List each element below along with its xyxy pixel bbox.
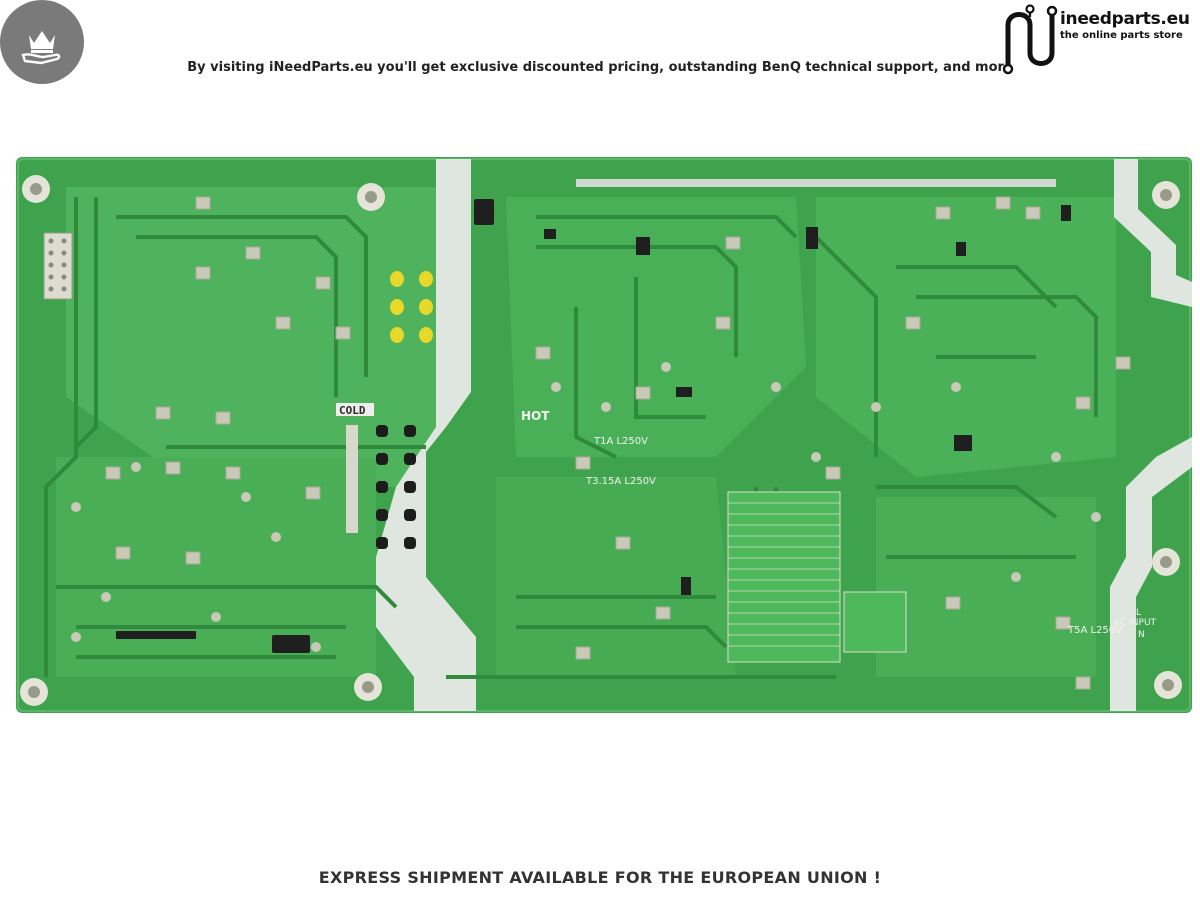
neutral-label: N	[1138, 630, 1145, 640]
logo-text: ineedparts.eu the online parts store	[1060, 9, 1190, 42]
ineedparts-logo[interactable]: ineedparts.eu the online parts store	[1000, 3, 1190, 75]
fuse-label-1: T1A L250V	[593, 436, 648, 447]
hot-label: HOT	[521, 409, 550, 423]
pcb-board-photo: COLD HOT T1A L250V T3.15A L250V T5A L250…	[16, 157, 1192, 713]
mounting-holes	[20, 175, 1182, 706]
fuse-label-2: T3.15A L250V	[585, 476, 656, 487]
crown-badge	[0, 0, 84, 84]
pcb-board-drawing: COLD HOT T1A L250V T3.15A L250V T5A L250…	[16, 157, 1192, 713]
promo-tagline: By visiting iNeedParts.eu you'll get exc…	[187, 60, 1013, 75]
shipping-banner: EXPRESS SHIPMENT AVAILABLE FOR THE EUROP…	[318, 868, 882, 887]
logo-slogan: the online parts store	[1060, 30, 1183, 41]
ac-input-label: AC INPUT	[1114, 618, 1157, 628]
crown-hand-icon	[21, 31, 61, 65]
fuse-label-3: T5A L250V	[1067, 625, 1122, 636]
logo-name: ineedparts.eu	[1060, 9, 1190, 29]
circuit-n-icon	[1002, 4, 1058, 75]
cold-label: COLD	[339, 404, 366, 417]
line-label: L	[1136, 608, 1141, 618]
